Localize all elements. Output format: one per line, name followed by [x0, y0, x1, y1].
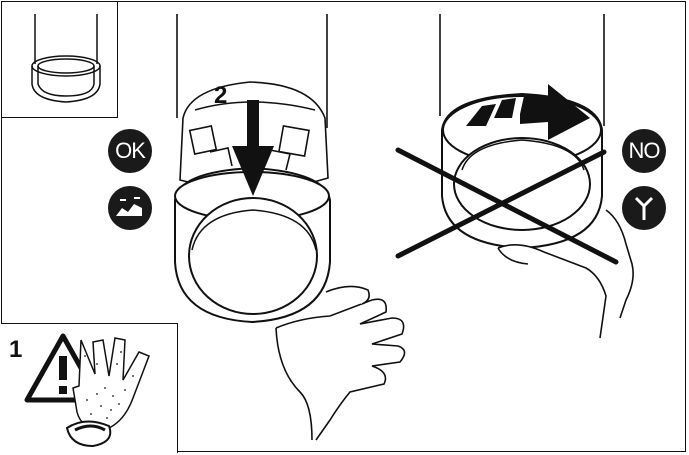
- ring-detail-inset: [1, 1, 118, 118]
- hand-push-icon: [108, 186, 152, 230]
- ok-badge: OK: [108, 129, 152, 173]
- no-badge: NO: [622, 129, 666, 173]
- safety-inset: 1: [1, 323, 178, 453]
- step-number-install: 2: [214, 82, 227, 110]
- hand-twist-icon: [622, 186, 666, 230]
- glove-icon: [1, 324, 178, 454]
